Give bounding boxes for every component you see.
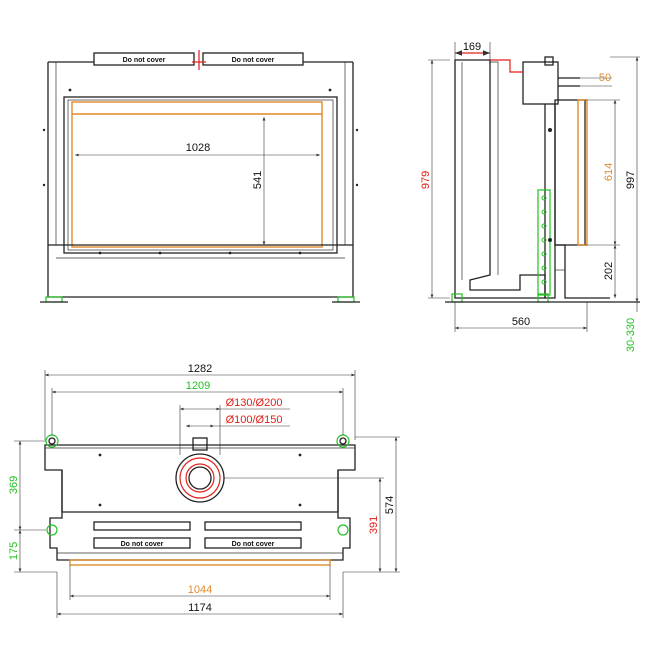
- flue-outer-circle: [179, 457, 221, 499]
- dim-label-50: 50: [599, 72, 611, 84]
- dim-label-flue-outer: Ø130/Ø200: [226, 397, 283, 409]
- dim-label-flue-inner: Ø100/Ø150: [226, 414, 283, 426]
- dim-label-560: 560: [512, 316, 530, 328]
- dim-label-391: 391: [368, 516, 380, 534]
- front-foot-left: [45, 296, 63, 303]
- side-door: [554, 99, 586, 246]
- top-slot-1: [93, 521, 191, 531]
- top-vent-left: [93, 52, 195, 66]
- side-top-offset-line: [490, 59, 523, 73]
- do-not-cover-label-bottom-right: Do not cover: [232, 541, 275, 548]
- top-view: Do not cover Do not cover 1282 1209 Ø130…: [8, 363, 400, 618]
- top-slot-2: [204, 521, 302, 531]
- side-body: [454, 59, 546, 299]
- dim-label-541: 541: [252, 171, 264, 189]
- dim-label-1209: 1209: [186, 380, 210, 392]
- flue-outer-ring: [175, 453, 225, 503]
- front-outer-casing: [47, 62, 354, 298]
- dim-label-175: 175: [8, 542, 20, 560]
- front-foot-right: [337, 296, 355, 303]
- do-not-cover-label-bottom-left: Do not cover: [121, 541, 164, 548]
- top-front-glass: [69, 559, 331, 566]
- dim-label-1028: 1028: [186, 142, 210, 154]
- dim-label-614: 614: [603, 163, 615, 181]
- dim-label-979: 979: [420, 171, 432, 189]
- dim-label-574: 574: [384, 496, 396, 514]
- side-view: 169 979 50 614 202 997 560 30-330: [420, 41, 640, 352]
- front-glass: [71, 101, 323, 248]
- do-not-cover-label-top-left: Do not cover: [123, 57, 166, 64]
- flue-inner-circle: [185, 463, 215, 493]
- side-glass: [577, 99, 588, 246]
- dim-label-369: 369: [8, 476, 20, 494]
- front-bolts: [42, 88, 359, 255]
- dim-label-30-330: 30-330: [625, 318, 637, 352]
- side-adjuster-bracket: [537, 189, 551, 296]
- front-door-frame: [63, 96, 338, 254]
- dim-label-202: 202: [603, 262, 615, 280]
- dim-label-997: 997: [625, 171, 637, 189]
- bottom-vent-right: [204, 537, 302, 549]
- do-not-cover-label-top-right: Do not cover: [232, 57, 275, 64]
- dim-label-169: 169: [463, 41, 481, 53]
- side-flue-block: [522, 61, 559, 105]
- dim-label-1174: 1174: [188, 602, 212, 614]
- dim-label-1044: 1044: [188, 584, 212, 596]
- top-vent-right: [202, 52, 304, 66]
- bottom-vent-left: [93, 537, 191, 549]
- dim-label-1282: 1282: [188, 363, 212, 375]
- front-view: Do not cover Do not cover: [40, 50, 360, 303]
